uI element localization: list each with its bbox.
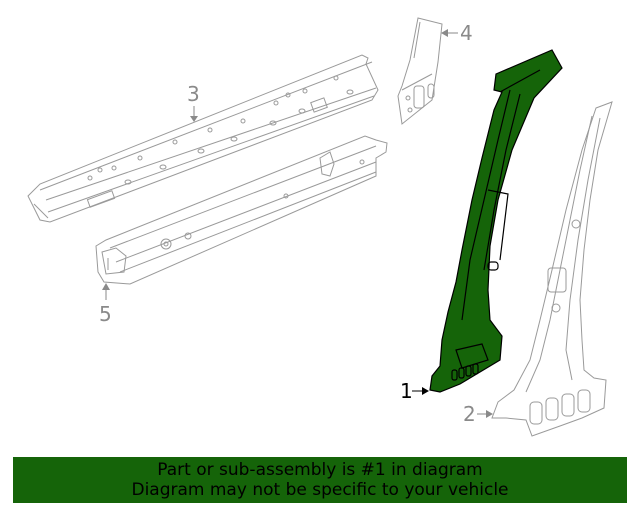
callout-1: 1 bbox=[400, 379, 413, 403]
part-4-bracket[interactable] bbox=[397, 17, 443, 125]
callout-3: 3 bbox=[187, 82, 200, 106]
banner-line-1: Part or sub-assembly is #1 in diagram bbox=[157, 460, 483, 480]
part-5-lower-rail[interactable] bbox=[95, 135, 388, 285]
part-2-outer-pillar[interactable] bbox=[491, 101, 613, 437]
callout-4: 4 bbox=[460, 21, 473, 45]
parts-diagram bbox=[27, 17, 613, 437]
info-banner: Part or sub-assembly is #1 in diagram Di… bbox=[13, 457, 627, 503]
part-3-upper-rail[interactable] bbox=[27, 54, 379, 223]
callout-arrows bbox=[102, 29, 493, 418]
callout-2: 2 bbox=[463, 402, 476, 426]
callout-5: 5 bbox=[99, 302, 112, 326]
part-1-reinforcement-highlighted[interactable] bbox=[429, 49, 563, 393]
banner-line-2: Diagram may not be specific to your vehi… bbox=[131, 480, 509, 500]
